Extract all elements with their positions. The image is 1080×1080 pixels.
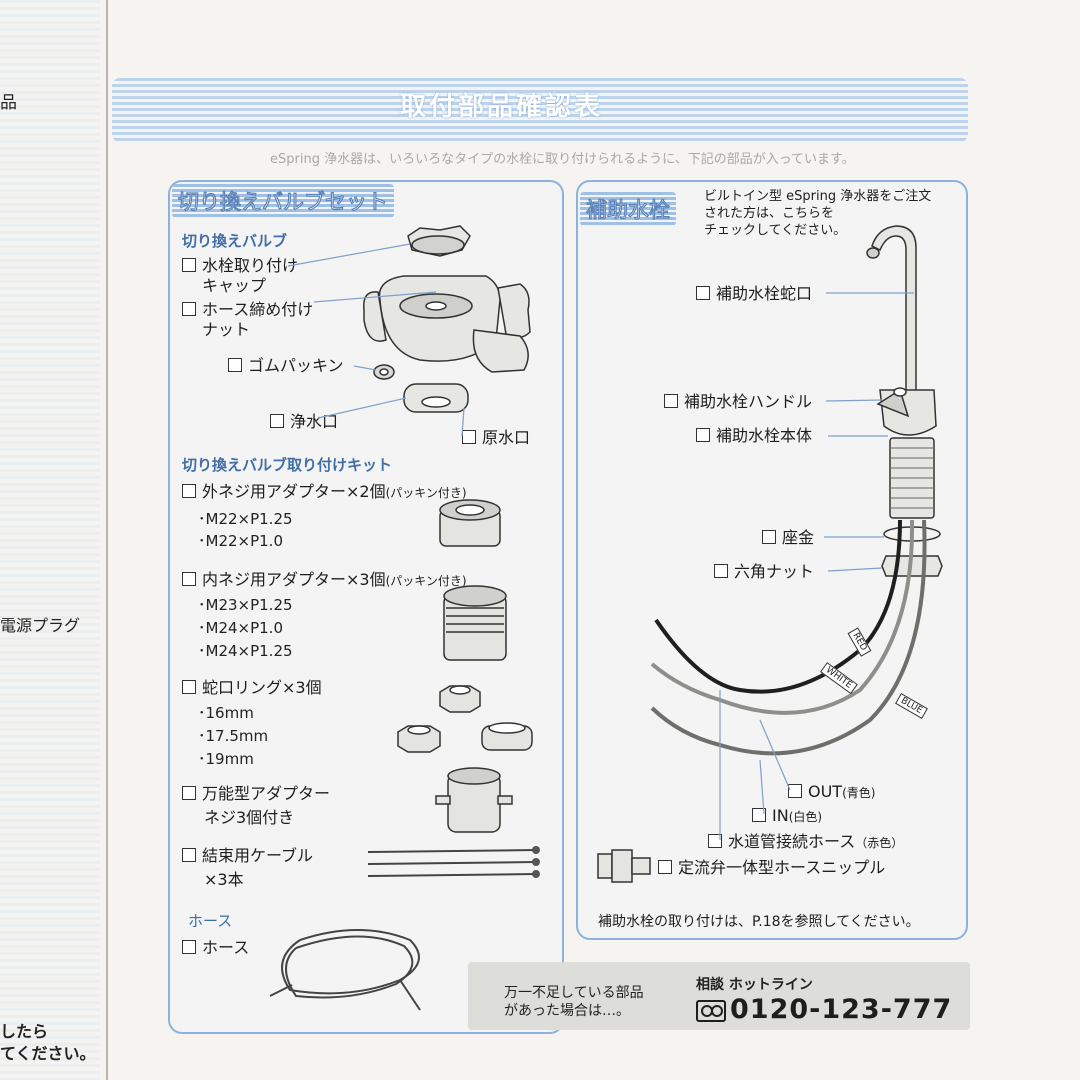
checkbox[interactable] [182,484,196,498]
checkbox[interactable] [182,848,196,862]
checkbox[interactable] [228,358,242,372]
item-hose[interactable]: ホース [182,938,249,958]
checkbox[interactable] [182,572,196,586]
item-cable-sub: ×3本 [204,870,244,889]
item-cable[interactable]: 結束用ケーブル [182,846,313,866]
hose-section-heading: ホース [188,912,233,930]
checkbox[interactable] [182,786,196,800]
item-in-hose[interactable]: IN(白色) [752,806,822,827]
item-universal-adapter-sub: ネジ3個付き [204,808,295,827]
item-raw-outlet[interactable]: 原水口 [462,428,530,448]
checkbox[interactable] [762,530,776,544]
kit-section-heading: 切り換えバルブ取り付けキット [182,456,393,474]
intro-text: eSpring 浄水器は、いろいろなタイプの水栓に取り付けられるように、下記の部… [270,152,855,167]
checkbox[interactable] [182,680,196,694]
left-fragment-bottom-1: したら [0,1022,49,1041]
checkbox[interactable] [182,258,196,272]
item-inner-adapter[interactable]: 内ネジ用アダプター×3個(パッキン付き) [182,570,467,591]
aux-intro-2: された方は、こちらを [704,206,835,221]
spec-inner-2: ･M24×P1.0 [198,619,283,637]
checkbox[interactable] [462,430,476,444]
spec-outer-1: ･M22×P1.25 [198,510,293,528]
item-outer-adapter[interactable]: 外ネジ用アダプター×2個(パッキン付き) [182,482,467,503]
valve-section-heading: 切り換えバルブ [182,232,288,250]
item-washer[interactable]: 座金 [762,528,814,548]
item-hose-nut-line2: ナット [202,320,251,339]
checkbox[interactable] [708,834,722,848]
missing-note-1: 万一不足している部品 [504,985,644,1001]
item-faucet-cap[interactable]: 水栓取り付け [182,256,298,276]
left-page: 品 電源プラグ したら てください。 [0,0,109,1080]
hotline-label: 相談 ホットライン [696,977,813,993]
page-title: 取付部品確認表 [400,92,604,122]
item-universal-adapter[interactable]: 万能型アダプター [182,784,330,804]
header-bar [112,78,968,142]
install-note: 補助水栓の取り付けは、P.18を参照してください。 [598,914,920,930]
checkbox[interactable] [752,808,766,822]
item-hose-nut[interactable]: ホース締め付け [182,300,313,320]
item-faucet-cap-line2: キャップ [202,276,267,295]
missing-note-2: があった場合は…。 [504,1003,630,1019]
left-fragment-plug: 電源プラグ [0,616,81,635]
checkbox[interactable] [664,394,678,408]
item-rubber-packing[interactable]: ゴムパッキン [228,356,344,376]
spec-ring-1: ･16mm [198,704,254,722]
phone-icon [696,1000,726,1022]
item-faucet-ring[interactable]: 蛇口リング×3個 [182,678,322,698]
hotline-box [468,962,970,1030]
item-aux-spout[interactable]: 補助水栓蛇口 [696,284,812,304]
left-fragment-bottom-2: てください。 [0,1044,96,1063]
spec-inner-1: ･M23×P1.25 [198,596,293,614]
checkbox[interactable] [714,564,728,578]
aux-intro-1: ビルトイン型 eSpring 浄水器をご注文 [704,189,932,204]
item-hex-nut[interactable]: 六角ナット [714,562,814,582]
item-aux-body[interactable]: 補助水栓本体 [696,426,812,446]
spec-inner-3: ･M24×P1.25 [198,642,293,660]
spec-ring-3: ･19mm [198,750,254,768]
item-aux-handle[interactable]: 補助水栓ハンドル [664,392,812,412]
left-page-band [0,0,100,1080]
checkbox[interactable] [788,784,802,798]
checkbox[interactable] [182,940,196,954]
aux-intro-3: チェックしてください。 [704,223,847,238]
aux-faucet-title: 補助水栓 [580,192,676,226]
item-water-hose[interactable]: 水道管接続ホース（赤色） [708,832,903,853]
checkbox[interactable] [658,860,672,874]
phone-icon-dot [711,1005,723,1017]
checkbox[interactable] [696,286,710,300]
spec-outer-2: ･M22×P1.0 [198,532,283,550]
checkbox[interactable] [270,414,284,428]
hotline-phone[interactable]: 0120-123-777 [730,994,953,1025]
checkbox[interactable] [182,302,196,316]
valve-set-title: 切り換えバルブセット [172,184,394,218]
checkbox[interactable] [696,428,710,442]
spec-ring-2: ･17.5mm [198,727,269,745]
left-fragment-top: 品 [0,93,17,113]
item-out-hose[interactable]: OUT(青色) [788,782,875,803]
item-nipple[interactable]: 定流弁一体型ホースニップル [658,858,885,878]
